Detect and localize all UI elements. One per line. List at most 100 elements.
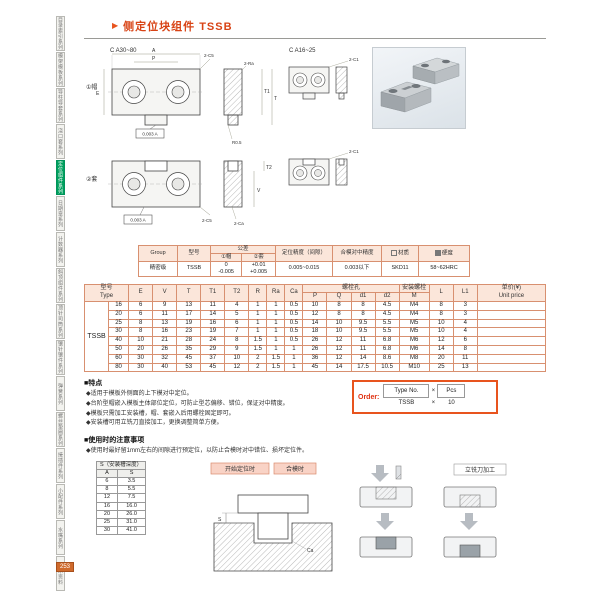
page-header: ▶ 侧定位块组件 TSSB — [84, 16, 546, 39]
s-table-row: 25 31.0 — [96, 517, 147, 527]
fillet-label-ra: 2-Ra — [244, 61, 254, 66]
spec-header-tolerance: 公差 — [210, 245, 276, 254]
dim-header-t2: T2 — [224, 283, 250, 303]
dim-cell-a: 60 — [108, 353, 130, 364]
notes-title: ■使用时的注意事项 — [84, 436, 145, 444]
dim-cell-a: 50 — [108, 345, 130, 355]
dim-cell-price — [476, 318, 547, 329]
s-table-col1: A — [96, 468, 118, 479]
note-item: ◆使用时最好留1mm左右的间隙进行预定位，以防止合模时对中错位、损坏定位件。 — [86, 447, 308, 454]
dim-label-T1: T1 — [264, 89, 270, 95]
chamfer-label-ca: 2-Ca — [234, 221, 244, 226]
open-position-label: 开始定位时 — [225, 465, 255, 473]
spec-accuracy-value: 0.005~0.015 — [275, 260, 333, 277]
dim-label-P: P — [152, 56, 156, 62]
cross-section-illustration: 开始定位时 合模时 S Ca — [208, 461, 338, 584]
dim-cell-price — [476, 309, 547, 320]
order-example-type: TSSB — [398, 400, 415, 407]
dim-header-mount-group: 安装螺栓 — [398, 283, 430, 294]
order-box: Order: Type No. × Pcs TSSB × 10 — [352, 380, 498, 415]
s-table-row: 20 26.0 — [96, 509, 147, 519]
sidebar-tab[interactable]: 小配件系列 — [56, 484, 65, 519]
sidebar-tab[interactable]: 接插件系列 — [56, 448, 65, 483]
datum-label: 0.003 A — [142, 132, 157, 137]
technical-drawings: C A30~80 ①帽 A P E 2-C5 — [84, 43, 546, 237]
datum-label-2: 0.003 A — [130, 218, 145, 223]
dim-table-row: 40 10 21 28 24 8 1.5 1 0.5 26 12 11 6.8 … — [85, 336, 547, 347]
sidebar-tab[interactable]: 镶针镶件系列 — [56, 340, 65, 375]
dim-model-cell: TSSB — [83, 301, 110, 373]
sidebar-tab[interactable]: 导柱导套系列 — [56, 88, 65, 123]
sidebar-tab[interactable]: 螺丝垫圈系列 — [56, 412, 65, 447]
spec-header-cap-tol: ①帽 — [209, 252, 243, 262]
notes-list: ◆使用时最好留1mm左右的间隙进行预定位，以防止合模时对中错位、损坏定位件。 — [86, 447, 546, 456]
dim-label-V: V — [257, 188, 261, 194]
dim-header-t: T — [176, 283, 202, 303]
dim-header-d2: d2 — [374, 292, 400, 303]
dim-header-price: 单价(¥)Unit price — [476, 283, 547, 303]
s-table-col2: S — [116, 468, 147, 479]
dim-header-v: V — [152, 283, 178, 303]
chamfer-label-c5: 2-C5 — [204, 53, 214, 58]
size-range-label: C A30~80 — [110, 48, 137, 54]
feature-item: ◆台阶型帽嵌入模板主体部位定位，可防止型芯偏移、错位，保证对中精度。 — [86, 401, 289, 408]
sidebar-tab[interactable]: 技术资料 — [56, 556, 65, 591]
sidebar-tab[interactable]: 水嘴系列 — [56, 520, 65, 555]
down-arrow-icon — [376, 512, 395, 530]
s-dimension-table: S（安装槽深度） A S 6 3.5 — [95, 460, 147, 536]
milling-illustration: 立铣刀加工 — [352, 461, 512, 584]
dim-label-E: E — [96, 91, 100, 97]
dim-cell-price — [476, 327, 547, 338]
dim-header-l: L — [428, 283, 454, 303]
sidebar-tab[interactable]: 计数器系列 — [56, 232, 65, 267]
size-range-label-2: C A16~25 — [289, 48, 316, 54]
dim-table-row: 50 20 26 35 29 9 1.5 1 1 26 12 11 6.8 M6 — [85, 345, 547, 355]
chamfer-label-c1-2: 2-C1 — [349, 149, 359, 154]
dim-cell-price — [476, 362, 547, 373]
material-icon — [390, 249, 397, 256]
sidebar-tab[interactable]: 浇口套系列 — [56, 124, 65, 159]
features-list: ◆适用于模板外侧面的上下模对中定位。◆台阶型帽嵌入模板主体部位定位，可防止型芯偏… — [86, 390, 346, 428]
spec-header-accuracy: 定位精度（间隙） — [275, 245, 333, 262]
sidebar-tab[interactable]: 斜顶组件系列 — [56, 268, 65, 303]
grade-spec-table: Group 型号 公差 定位精度（间隙） 合模对中精度 材质 硬度 ①帽 ②套 … — [138, 245, 470, 277]
dim-cell-a: 80 — [108, 362, 130, 373]
order-x: × — [431, 388, 436, 395]
dimension-drawing: C A30~80 ①帽 A P E 2-C5 — [86, 48, 359, 226]
spec-sleeve-tol-value: +0.01+0.005 — [241, 260, 276, 277]
sidebar-tab[interactable]: 弹簧系列 — [56, 376, 65, 411]
spec-header-group: Group — [138, 245, 178, 262]
chamfer-label-c1: 2-C1 — [349, 57, 359, 62]
spec-hardness-value: 58~62HRC — [418, 260, 470, 277]
cap-label: ①帽 — [86, 83, 97, 91]
dim-header-e: E — [128, 283, 154, 303]
s-gap-label: S — [218, 517, 222, 523]
dim-cell-a: 40 — [108, 336, 130, 347]
dim-header-t1: T1 — [200, 283, 226, 303]
s-table-row: 16 16.0 — [96, 501, 147, 511]
sidebar: 目录索引系列 模架模板系列 导柱导套系列 浇口套系列 定位组件系列 日期章系列 … — [56, 16, 76, 592]
sidebar-tab[interactable]: 顶针司筒系列 — [56, 304, 65, 339]
notes-section: ■使用时的注意事项 ◆使用时最好留1mm左右的间隙进行预定位，以防止合模时对中错… — [84, 435, 546, 584]
spec-cap-tol-value: 0-0.005 — [209, 260, 243, 277]
chamfer-label-c5-2: 2-C5 — [202, 218, 212, 223]
s-table-row: 8 5.5 — [96, 485, 147, 495]
sidebar-tab[interactable]: 定位组件系列 — [56, 160, 65, 195]
order-label: Order: — [358, 393, 380, 401]
sidebar-tab[interactable]: 日期章系列 — [56, 196, 65, 231]
section-arrow-icon: ▶ — [112, 21, 119, 30]
product-3d-render — [380, 57, 460, 113]
feature-item: ◆安装槽可用立铣刀直接加工，更换调整简单方便。 — [86, 420, 223, 427]
page-number: 253 — [56, 562, 75, 572]
dim-cell-price — [476, 336, 547, 347]
down-arrow-icon — [371, 464, 390, 482]
sidebar-tab[interactable]: 模架模板系列 — [56, 52, 65, 87]
dim-cell-price — [476, 301, 547, 311]
sidebar-tab[interactable]: 目录索引系列 — [56, 16, 65, 51]
radius-label: R0.5 — [232, 140, 242, 145]
order-type-no: Type No. — [383, 384, 430, 399]
order-example-qty: 10 — [448, 400, 455, 407]
features-title: ■特点 — [84, 380, 103, 388]
